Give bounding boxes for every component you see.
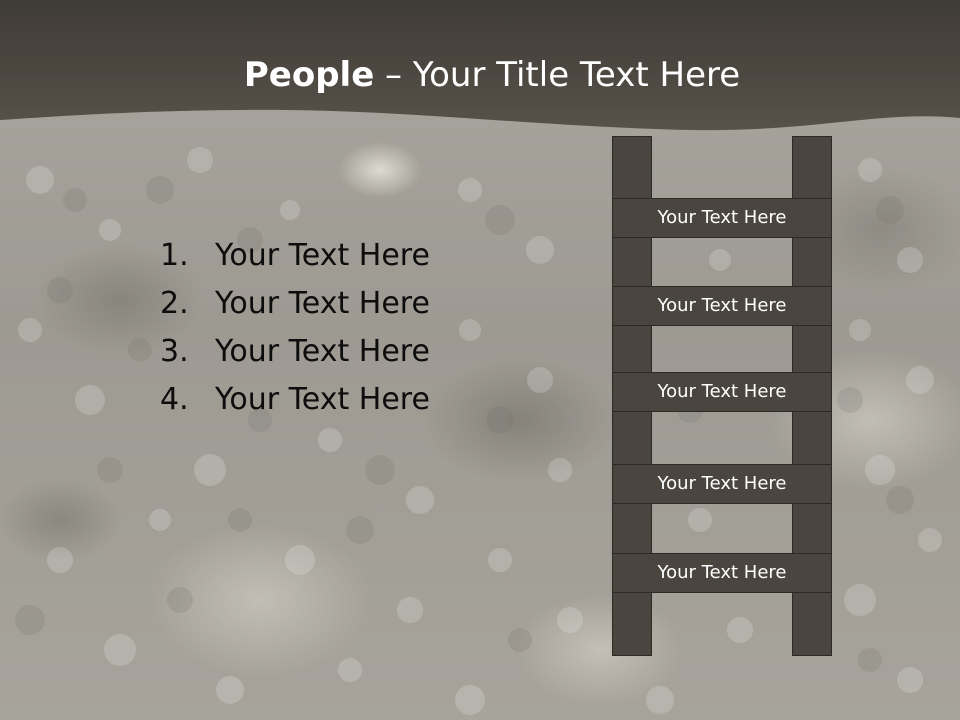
numbered-list: 1. Your Text Here 2. Your Text Here 3. Your… (160, 232, 430, 424)
header-band (0, 0, 960, 131)
ladder-rung: Your Text Here (612, 198, 832, 238)
title-rest: – Your Title Text Here (374, 55, 741, 95)
ladder-rung: Your Text Here (612, 464, 832, 504)
list-item: 1. Your Text Here (160, 232, 430, 280)
list-item: 3. Your Text Here (160, 328, 430, 376)
list-text: Your Text Here (215, 334, 430, 369)
title-bold: People (243, 55, 375, 95)
list-number: 3. (160, 334, 189, 369)
list-text: Your Text Here (215, 382, 430, 417)
ladder-rung: Your Text Here (612, 372, 832, 412)
list-item: 4. Your Text Here (160, 376, 430, 424)
list-number: 1. (160, 238, 189, 273)
ladder-rung: Your Text Here (612, 286, 832, 326)
ladder-rung: Your Text Here (612, 553, 832, 593)
list-text: Your Text Here (215, 286, 430, 321)
list-text: Your Text Here (215, 238, 430, 273)
list-number: 2. (160, 286, 189, 321)
list-number: 4. (160, 382, 189, 417)
slide-title: People – Your Title Text Here (0, 52, 960, 98)
list-item: 2. Your Text Here (160, 280, 430, 328)
